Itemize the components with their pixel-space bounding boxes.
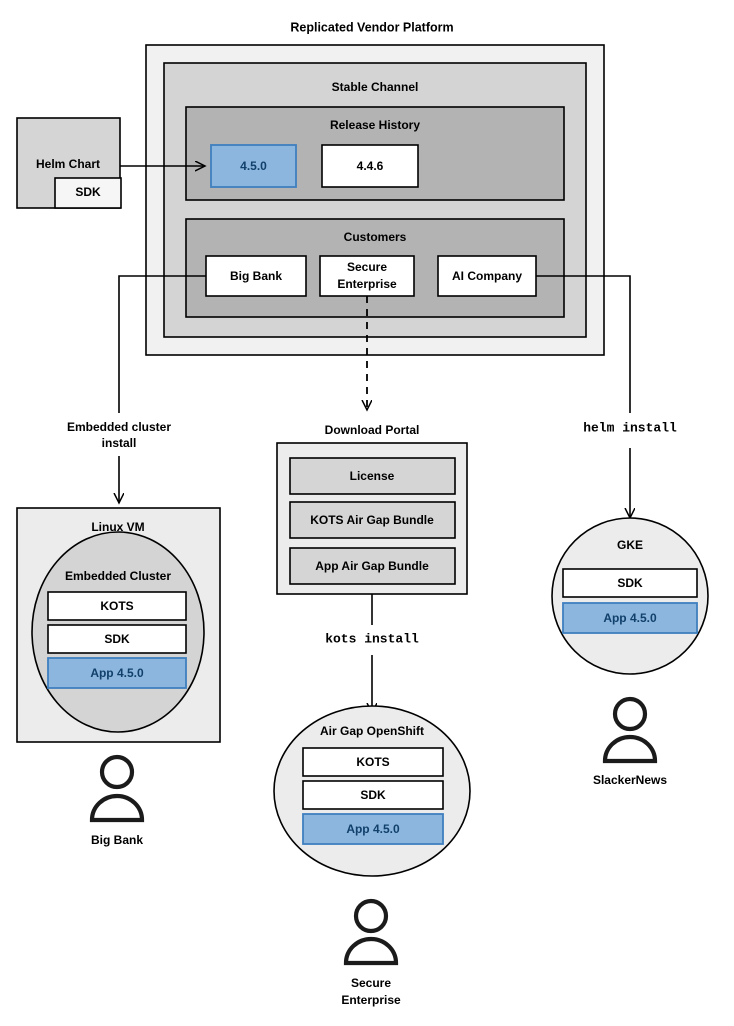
gke-node: GKE SDK App 4.5.0 — [551, 517, 709, 675]
customer-name-label: Big Bank — [230, 269, 282, 283]
kots-install-label: kots install — [325, 631, 419, 646]
actor-label-line1: Secure — [351, 976, 391, 990]
helm-chart-sdk-box — [54, 177, 122, 209]
embedded-cluster-label: Embedded Cluster — [65, 569, 171, 583]
component-box-kots: KOTS — [302, 747, 444, 777]
release-history-label: Release History — [330, 118, 420, 132]
artifact-box-app-air-gap-bundle[interactable]: App Air Gap Bundle — [289, 547, 456, 585]
component-label: KOTS — [100, 599, 133, 613]
component-box-app: App 4.5.0 — [302, 813, 444, 845]
embedded-install-label-line2: install — [102, 436, 137, 450]
helm-chart-sdk-label: SDK — [75, 185, 101, 199]
component-label: App 4.5.0 — [90, 666, 144, 680]
component-label: SDK — [104, 632, 130, 646]
customer-card-big-bank[interactable]: Big Bank — [205, 255, 307, 297]
component-label: App 4.5.0 — [346, 822, 400, 836]
artifact-box-kots-air-gap-bundle[interactable]: KOTS Air Gap Bundle — [289, 501, 456, 539]
component-box-sdk: SDK — [302, 780, 444, 810]
connector-ai-company-to-helm — [536, 275, 631, 413]
customers-label: Customers — [344, 230, 407, 244]
customer-name-label: AI Company — [452, 269, 522, 283]
customer-name-line2: Enterprise — [337, 277, 397, 291]
page-title: Replicated Vendor Platform — [290, 20, 453, 34]
release-version-label: 4.5.0 — [240, 159, 267, 173]
component-label: SDK — [617, 576, 643, 590]
embedded-install-label-line1: Embedded cluster — [67, 420, 171, 434]
release-card-4-5-0[interactable]: 4.5.0 — [210, 144, 297, 188]
component-box-kots: KOTS — [47, 591, 187, 621]
artifact-label: KOTS Air Gap Bundle — [310, 513, 434, 527]
artifact-label: App Air Gap Bundle — [315, 559, 429, 573]
download-portal-title: Download Portal — [325, 423, 420, 437]
artifact-label: License — [350, 469, 395, 483]
component-box-sdk: SDK — [47, 624, 187, 654]
component-label: KOTS — [356, 755, 389, 769]
helm-install-label: helm install — [583, 420, 677, 435]
stable-channel-label: Stable Channel — [332, 80, 419, 94]
actor-label: SlackerNews — [593, 773, 667, 787]
artifact-box-license[interactable]: License — [289, 457, 456, 495]
actor-big-bank: Big Bank — [89, 754, 145, 847]
connector-big-bank-to-embedded — [118, 275, 206, 413]
air-gap-openshift-node: Air Gap OpenShift KOTS SDK App 4.5.0 — [273, 705, 471, 877]
actor-slackernews: SlackerNews — [593, 696, 667, 787]
helm-chart-node: Helm Chart SDK — [16, 117, 122, 209]
linux-vm-node: Linux VM Embedded Cluster KOTS SDK App 4… — [16, 507, 221, 743]
customer-card-ai-company[interactable]: AI Company — [437, 255, 537, 297]
download-portal-node: License KOTS Air Gap Bundle App Air Gap … — [276, 442, 468, 595]
gke-label: GKE — [617, 538, 643, 552]
actor-secure-enterprise: Secure Enterprise — [341, 898, 401, 1007]
release-card-4-4-6[interactable]: 4.4.6 — [321, 144, 419, 188]
customer-name-line1: Secure — [347, 260, 387, 274]
component-label: SDK — [360, 788, 386, 802]
customer-card-secure-enterprise[interactable]: Secure Enterprise — [319, 255, 415, 297]
helm-chart-label: Helm Chart — [36, 157, 100, 171]
linux-vm-label: Linux VM — [91, 520, 144, 534]
component-box-app: App 4.5.0 — [47, 657, 187, 689]
actor-label: Big Bank — [91, 833, 143, 847]
component-box-app: App 4.5.0 — [562, 602, 698, 634]
component-label: App 4.5.0 — [603, 611, 657, 625]
component-box-sdk: SDK — [562, 568, 698, 598]
release-version-label: 4.4.6 — [357, 159, 384, 173]
air-gap-openshift-label: Air Gap OpenShift — [320, 724, 424, 738]
actor-label-line2: Enterprise — [341, 993, 401, 1007]
